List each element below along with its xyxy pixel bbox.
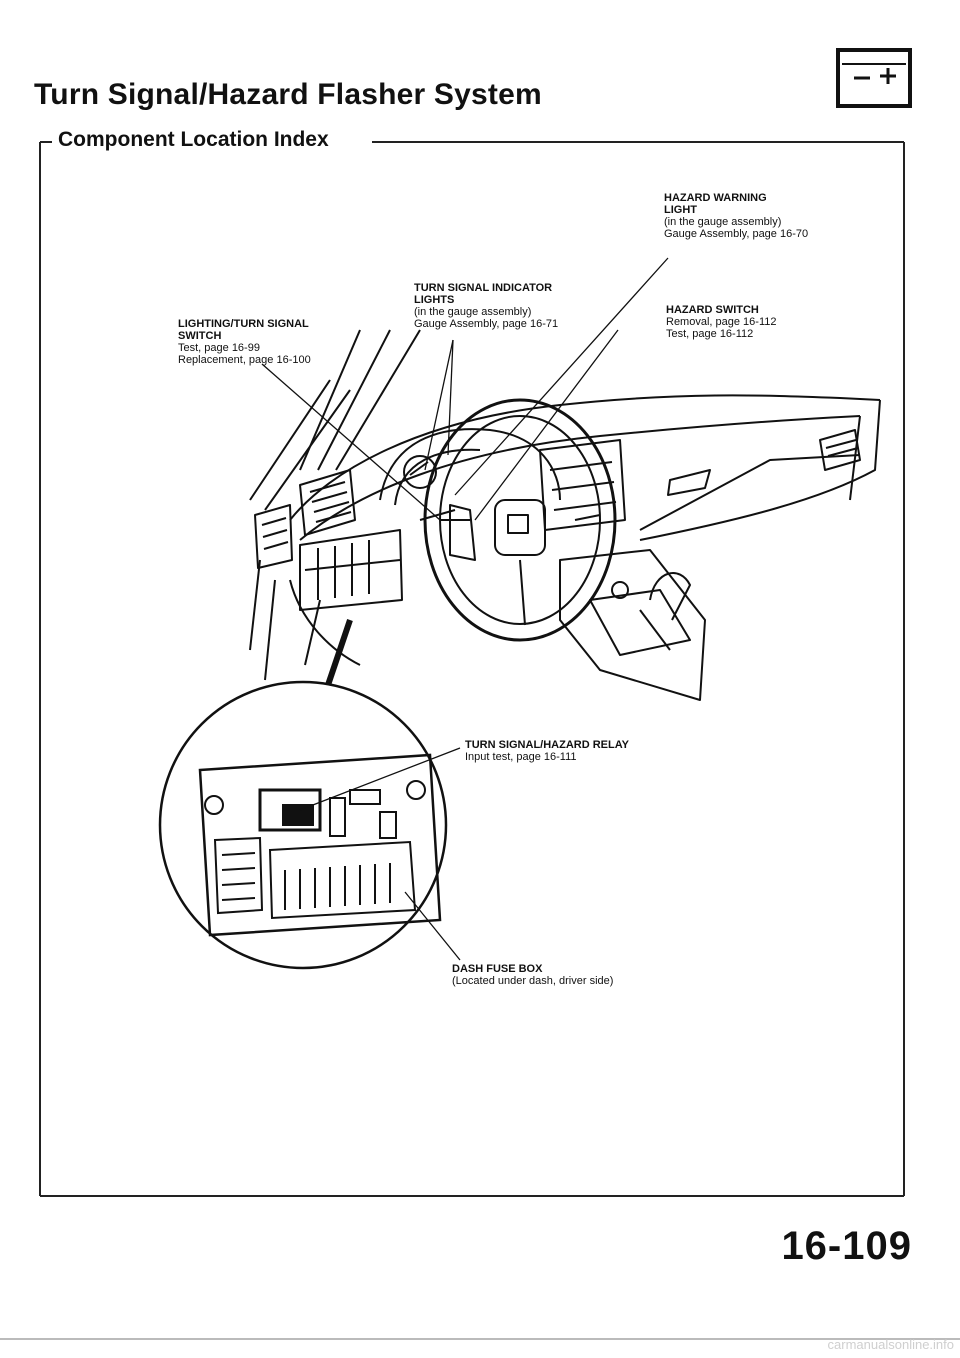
watermark: carmanualsonline.info	[827, 1337, 954, 1352]
leader-lines	[261, 257, 669, 961]
label-heading: SWITCH	[178, 330, 222, 342]
label-hazard-warning-light: HAZARD WARNING LIGHT (in the gauge assem…	[664, 192, 808, 240]
label-heading: LIGHTS	[414, 294, 455, 306]
label-line: (in the gauge assembly)	[664, 216, 782, 228]
label-dash-fuse-box: DASH FUSE BOX (Located under dash, drive…	[452, 963, 613, 987]
label-turn-signal-hazard-relay: TURN SIGNAL/HAZARD RELAY Input test, pag…	[465, 739, 629, 763]
label-line: Test, page 16-112	[666, 328, 754, 340]
footer-rule	[0, 1338, 960, 1340]
label-line: Replacement, page 16-100	[178, 354, 311, 366]
label-turn-signal-indicator-lights: TURN SIGNAL INDICATOR LIGHTS (in the gau…	[414, 282, 558, 330]
label-heading: HAZARD WARNING	[664, 192, 767, 204]
section-frame	[39, 141, 905, 1197]
label-line: Gauge Assembly, page 16-70	[664, 228, 809, 240]
page-title: Turn Signal/Hazard Flasher System	[34, 78, 542, 111]
label-hazard-switch: HAZARD SWITCH Removal, page 16-112 Test,…	[666, 304, 776, 340]
label-heading: TURN SIGNAL/HAZARD RELAY	[465, 739, 629, 751]
label-line: Gauge Assembly, page 16-71	[414, 318, 559, 330]
page-number: 16-109	[781, 1224, 912, 1268]
label-heading: HAZARD SWITCH	[666, 304, 759, 316]
label-heading: DASH FUSE BOX	[452, 963, 543, 975]
section-subtitle: Component Location Index	[58, 128, 329, 151]
label-heading: LIGHT	[664, 204, 697, 216]
label-line: Removal, page 16-112	[666, 316, 777, 328]
label-line: (in the gauge assembly)	[414, 306, 532, 318]
label-line: Input test, page 16-111	[465, 751, 577, 763]
label-line: Test, page 16-99	[178, 342, 260, 354]
label-heading: LIGHTING/TURN SIGNAL	[178, 318, 309, 330]
battery-icon	[836, 48, 912, 108]
label-lighting-turn-signal-switch: LIGHTING/TURN SIGNAL SWITCH Test, page 1…	[178, 318, 311, 366]
fuse-box-illustration	[158, 619, 448, 970]
label-heading: TURN SIGNAL INDICATOR	[414, 282, 553, 294]
dashboard-illustration	[249, 329, 881, 701]
label-line: (Located under dash, driver side)	[452, 975, 614, 987]
